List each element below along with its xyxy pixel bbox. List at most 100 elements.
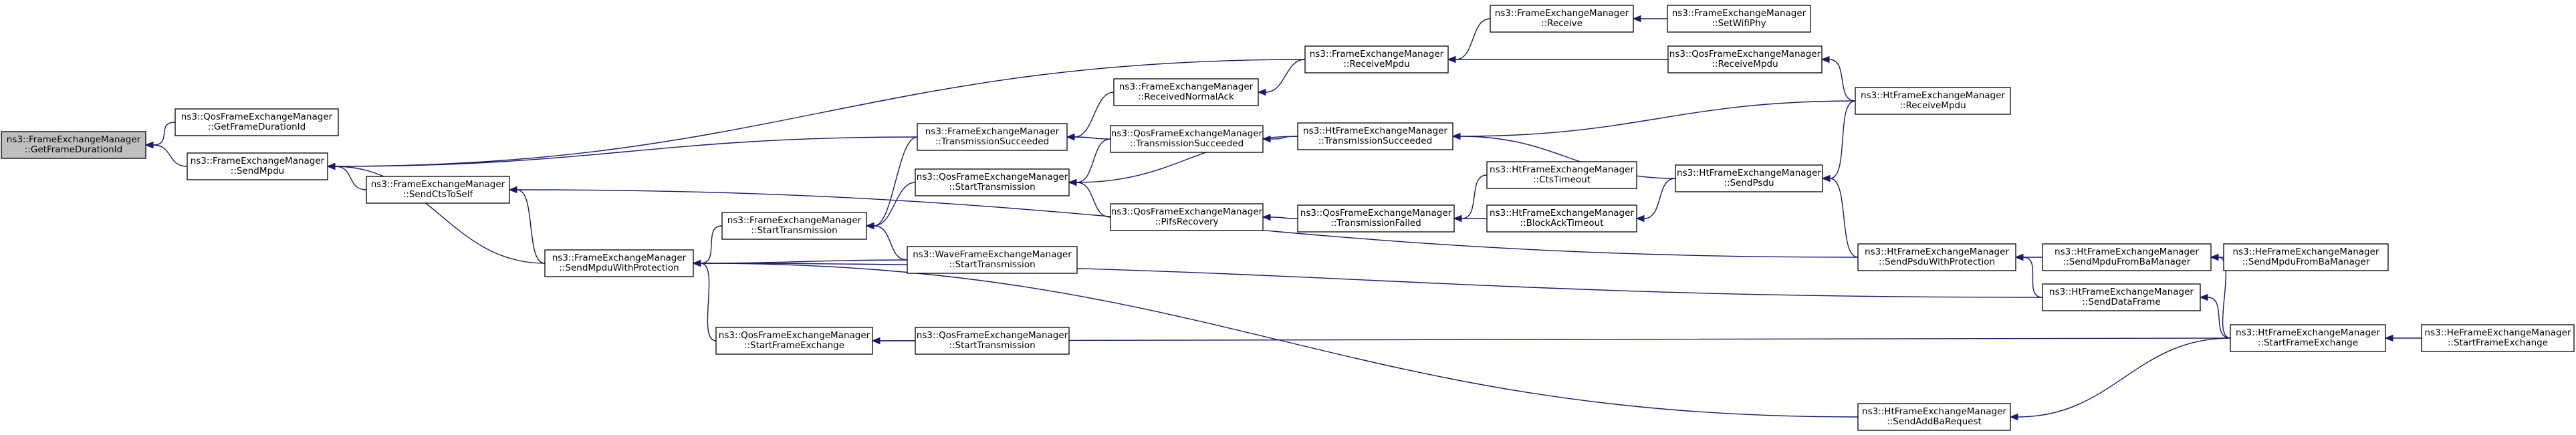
graph-edge <box>1257 59 1306 96</box>
edge-arrowhead <box>1635 214 1645 223</box>
graph-node[interactable]: ns3::QosFrameExchangeManager::StartFrame… <box>715 327 873 355</box>
graph-node[interactable]: ns3::QosFrameExchangeManager::StartTrans… <box>915 327 1070 355</box>
node-label: ::SetWifiPhy <box>1712 18 1766 29</box>
graph-node[interactable]: ns3::FrameExchangeManager::SendMpduWithP… <box>544 249 694 277</box>
edge-arrowhead <box>871 337 881 345</box>
node-label: ::CtsTimeout <box>1533 174 1591 185</box>
graph-node[interactable]: ns3::HtFrameExchangeManager::SendAddBaRe… <box>1857 403 2011 431</box>
graph-node[interactable]: ns3::QosFrameExchangeManager::GetFrameDu… <box>174 108 339 136</box>
graph-node[interactable]: ns3::HtFrameExchangeManager::ReceiveMpdu <box>1855 87 2011 115</box>
node-label: ns3::HtFrameExchangeManager <box>1303 126 1447 136</box>
graph-node[interactable]: ns3::FrameExchangeManager::SetWifiPhy <box>1667 5 1811 33</box>
node-label: ::SendAddBaRequest <box>1887 416 1982 427</box>
graph-node[interactable]: ns3::FrameExchangeManager::StartTransmis… <box>721 212 867 240</box>
node-box <box>1855 87 2011 115</box>
node-label: ::BlockAckTimeout <box>1520 218 1604 229</box>
edge-line <box>1461 174 1488 219</box>
graph-node[interactable]: ns3::FrameExchangeManager::ReceivedNorma… <box>1113 78 1259 106</box>
node-label: ::SendCtsToSelf <box>403 189 474 200</box>
graph-node[interactable]: ns3::QosFrameExchangeManager::Transmissi… <box>1110 125 1264 153</box>
edge-arrowhead <box>144 141 154 149</box>
graph-node[interactable]: ns3::HtFrameExchangeManager::StartFrameE… <box>2230 324 2386 352</box>
edge-line <box>1265 59 1306 93</box>
node-box <box>1297 122 1453 150</box>
graph-edge <box>865 182 916 230</box>
node-box <box>1486 204 1637 233</box>
graph-node[interactable]: ns3::HeFrameExchangeManager::StartFrameE… <box>2421 324 2575 352</box>
node-label: ns3::FrameExchangeManager <box>925 126 1060 137</box>
node-box <box>1857 243 2016 271</box>
edge-line <box>2207 297 2231 339</box>
node-label: ::ReceivedNormalAck <box>1138 92 1234 102</box>
graph-node[interactable]: ns3::HtFrameExchangeManager::SendMpduFro… <box>2042 243 2212 271</box>
edge-arrowhead <box>508 186 517 194</box>
graph-edge <box>865 136 918 230</box>
graph-edge <box>1447 18 1491 63</box>
graph-node[interactable]: ns3::HeFrameExchangeManager::SendMpduFro… <box>2223 243 2389 271</box>
edge-line <box>334 166 546 264</box>
node-label: ::GetFrameDurationId <box>25 144 122 155</box>
edge-line <box>1455 18 1491 60</box>
node-label: ns3::QosFrameExchangeManager <box>181 112 333 122</box>
edge-line <box>1829 59 1856 102</box>
edge-arrowhead <box>2014 253 2024 261</box>
edge-line <box>1459 136 1676 179</box>
node-label: ::ReceiveMpdu <box>1712 59 1778 69</box>
graph-node[interactable]: ns3::HtFrameExchangeManager::Transmissio… <box>1297 122 1453 150</box>
graph-node[interactable]: ns3::QosFrameExchangeManager::StartTrans… <box>915 168 1070 196</box>
graph-edge <box>1066 133 1111 141</box>
graph-node[interactable]: ns3::FrameExchangeManager::SendMpdu <box>187 152 328 180</box>
node-box <box>2230 324 2386 352</box>
graph-node[interactable]: ns3::FrameExchangeManager::ReceiveMpdu <box>1304 45 1449 74</box>
edge-arrowhead <box>2210 253 2219 261</box>
node-label: ::SendPsduWithProtection <box>1879 257 1995 267</box>
node-label: ::StartFrameExchange <box>2448 337 2548 348</box>
graph-node[interactable]: ns3::FrameExchangeManager::SendCtsToSelf <box>366 176 510 204</box>
node-box <box>917 123 1068 151</box>
node-box <box>1110 203 1264 231</box>
node-label: ns3::FrameExchangeManager <box>1672 8 1806 19</box>
edge-arrowhead <box>1447 55 1456 63</box>
node-label: ::TransmissionFailed <box>1330 218 1421 229</box>
graph-edge <box>2014 253 2043 298</box>
node-label: ns3::FrameExchangeManager <box>191 156 325 166</box>
node-box <box>915 168 1070 196</box>
node-label: ns3::QosFrameExchangeManager <box>1669 49 1821 59</box>
edge-arrowhead <box>2199 293 2208 301</box>
graph-node[interactable]: ns3::WaveFrameExchangeManager::StartTran… <box>907 246 1078 274</box>
edge-line <box>700 259 908 264</box>
node-box <box>1113 78 1259 106</box>
graph-node[interactable]: ns3::HtFrameExchangeManager::SendPsdu <box>1675 164 1823 192</box>
edge-arrowhead <box>1821 174 1831 182</box>
graph-edge <box>144 141 188 167</box>
node-label: ns3::WaveFrameExchangeManager <box>913 249 1072 260</box>
node-label: ::StartTransmission <box>949 259 1035 270</box>
graph-node[interactable]: ns3::FrameExchangeManager::Receive <box>1490 5 1634 33</box>
graph-node[interactable]: ns3::HtFrameExchangeManager::SendPsduWit… <box>1857 243 2016 271</box>
graph-node[interactable]: ns3::FrameExchangeManager::TransmissionS… <box>917 123 1068 151</box>
node-box <box>174 108 339 136</box>
node-label: ::TransmissionSucceeded <box>1130 138 1244 149</box>
edge-line <box>1829 178 1859 258</box>
graph-node[interactable]: ns3::HtFrameExchangeManager::SendDataFra… <box>2042 283 2201 311</box>
graph-node[interactable]: ns3::QosFrameExchangeManager::PifsRecove… <box>1110 203 1264 231</box>
node-label: ::PifsRecovery <box>1155 216 1218 227</box>
graph-edge <box>1821 100 1856 182</box>
edge-line <box>873 225 908 261</box>
node-label: ::ReceiveMpdu <box>1899 100 1966 111</box>
graph-node[interactable]: ns3::QosFrameExchangeManager::Transmissi… <box>1297 204 1455 233</box>
graph-edge <box>1447 55 1668 63</box>
node-label: ::SendMpdu <box>231 166 284 176</box>
graph-node[interactable]: ns3::HtFrameExchangeManager::CtsTimeout <box>1486 161 1637 189</box>
node-label: ns3::HtFrameExchangeManager <box>1677 168 1821 178</box>
graph-node[interactable]: ns3::FrameExchangeManager::GetFrameDurat… <box>1 131 146 159</box>
node-label: ns3::HtFrameExchangeManager <box>2236 327 2380 338</box>
node-box <box>1667 45 1823 74</box>
node-box <box>1110 125 1264 153</box>
graph-edge <box>871 337 2231 345</box>
graph-edge <box>1068 138 1111 186</box>
graph-node[interactable]: ns3::HtFrameExchangeManager::BlockAckTim… <box>1486 204 1637 233</box>
graph-edge <box>1451 100 1856 140</box>
edge-line <box>1074 136 1111 140</box>
graph-node[interactable]: ns3::QosFrameExchangeManager::ReceiveMpd… <box>1667 45 1823 74</box>
